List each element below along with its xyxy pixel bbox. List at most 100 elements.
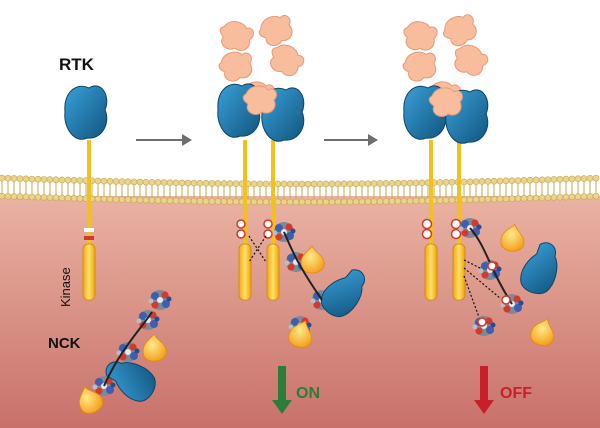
lipid-head	[340, 180, 348, 188]
off-label: OFF	[500, 385, 532, 402]
lipid-head	[226, 180, 234, 187]
lipid-head	[172, 197, 180, 205]
lipid-head	[502, 195, 510, 203]
rtk-label: RTK	[59, 55, 95, 74]
lipid-head	[562, 193, 570, 201]
lipid-head	[418, 179, 426, 187]
lipid-head	[0, 192, 6, 200]
lipid-head	[550, 176, 558, 183]
lipid-head	[388, 180, 396, 187]
lipid-head	[118, 178, 126, 185]
lipid-head	[448, 178, 456, 186]
lipid-head	[496, 177, 504, 185]
lipid-head	[52, 176, 60, 184]
lipid-head	[298, 180, 306, 188]
lipid-head	[292, 198, 300, 206]
lipid-head	[376, 198, 384, 205]
lipid-head	[568, 175, 576, 183]
lipid-head	[376, 180, 384, 187]
lipid-head	[256, 180, 264, 188]
lipid-head	[436, 197, 444, 204]
lipid-head	[334, 180, 342, 188]
lipid-head	[346, 180, 354, 188]
lipid-head	[436, 179, 444, 186]
lipid-head	[220, 198, 228, 205]
lipid-head	[154, 197, 162, 204]
lipid-head	[556, 175, 564, 183]
lipid-head	[160, 197, 168, 204]
lipid-head	[532, 194, 540, 202]
lipid-head	[334, 198, 342, 206]
lipid-head	[64, 194, 72, 202]
lipid-head	[460, 178, 468, 186]
lipid-head	[364, 180, 372, 187]
lipid-head	[496, 195, 504, 203]
lipid-head	[490, 195, 498, 203]
lipid-head	[184, 179, 192, 187]
lipid-head	[514, 177, 522, 184]
lipid-head	[586, 193, 594, 200]
lipid-head	[52, 194, 60, 202]
receptor-dimer-on	[217, 83, 305, 301]
lipid-head	[370, 198, 378, 205]
lipid-head	[544, 176, 552, 183]
lipid-head	[76, 195, 84, 202]
lipid-head	[406, 197, 414, 205]
lipid-head	[232, 198, 240, 205]
lipid-head	[286, 198, 294, 206]
lipid-head	[280, 180, 288, 188]
lipid-head	[28, 193, 36, 201]
lipid-head	[58, 176, 66, 184]
lipid-head	[154, 179, 162, 186]
on-arrow-icon	[272, 366, 292, 414]
lipid-head	[340, 198, 348, 206]
lipid-head	[304, 180, 312, 188]
lipid-head	[382, 198, 390, 205]
lipid-head	[592, 192, 600, 200]
lipid-head	[250, 180, 258, 188]
lipid-head	[520, 195, 528, 202]
lipid-head	[400, 197, 408, 205]
lipid-head	[352, 198, 360, 206]
lipid-head	[508, 177, 516, 184]
lipid-head	[406, 179, 414, 187]
lipid-head	[472, 178, 480, 185]
lipid-head	[286, 180, 294, 188]
lipid-head	[304, 198, 312, 206]
lipid-head	[112, 196, 120, 203]
lipid-head	[310, 180, 318, 188]
lipid-head	[502, 177, 510, 185]
lipid-head	[394, 197, 402, 205]
lipid-head	[178, 179, 186, 187]
lipid-head	[292, 180, 300, 188]
lipid-head	[316, 180, 324, 188]
lipid-head	[22, 193, 30, 201]
lipid-head	[190, 197, 198, 205]
lipid-head	[190, 179, 198, 187]
lipid-head	[508, 195, 516, 202]
lipid-head	[514, 195, 522, 202]
lipid-head	[592, 174, 600, 182]
lipid-head	[124, 178, 132, 186]
lipid-head	[214, 198, 222, 205]
lipid-head	[196, 197, 204, 205]
lipid-head	[460, 196, 468, 204]
lipid-head	[94, 177, 102, 185]
lipid-head	[412, 179, 420, 187]
lipid-head	[580, 175, 588, 182]
lipid-head	[196, 179, 204, 187]
lipid-head	[442, 179, 450, 186]
lipid-head	[274, 180, 282, 188]
lipid-head	[160, 179, 168, 186]
nck-complex-off	[458, 218, 566, 350]
lipid-head	[172, 179, 180, 187]
lipid-head	[262, 180, 270, 188]
lipid-head	[394, 179, 402, 187]
lipid-head	[46, 176, 54, 183]
lipid-head	[202, 197, 210, 205]
lipid-head	[298, 198, 306, 206]
step-arrow-2	[324, 134, 378, 146]
lipid-head	[310, 198, 318, 206]
lipid-head	[544, 194, 552, 201]
lipid-head	[142, 178, 150, 186]
